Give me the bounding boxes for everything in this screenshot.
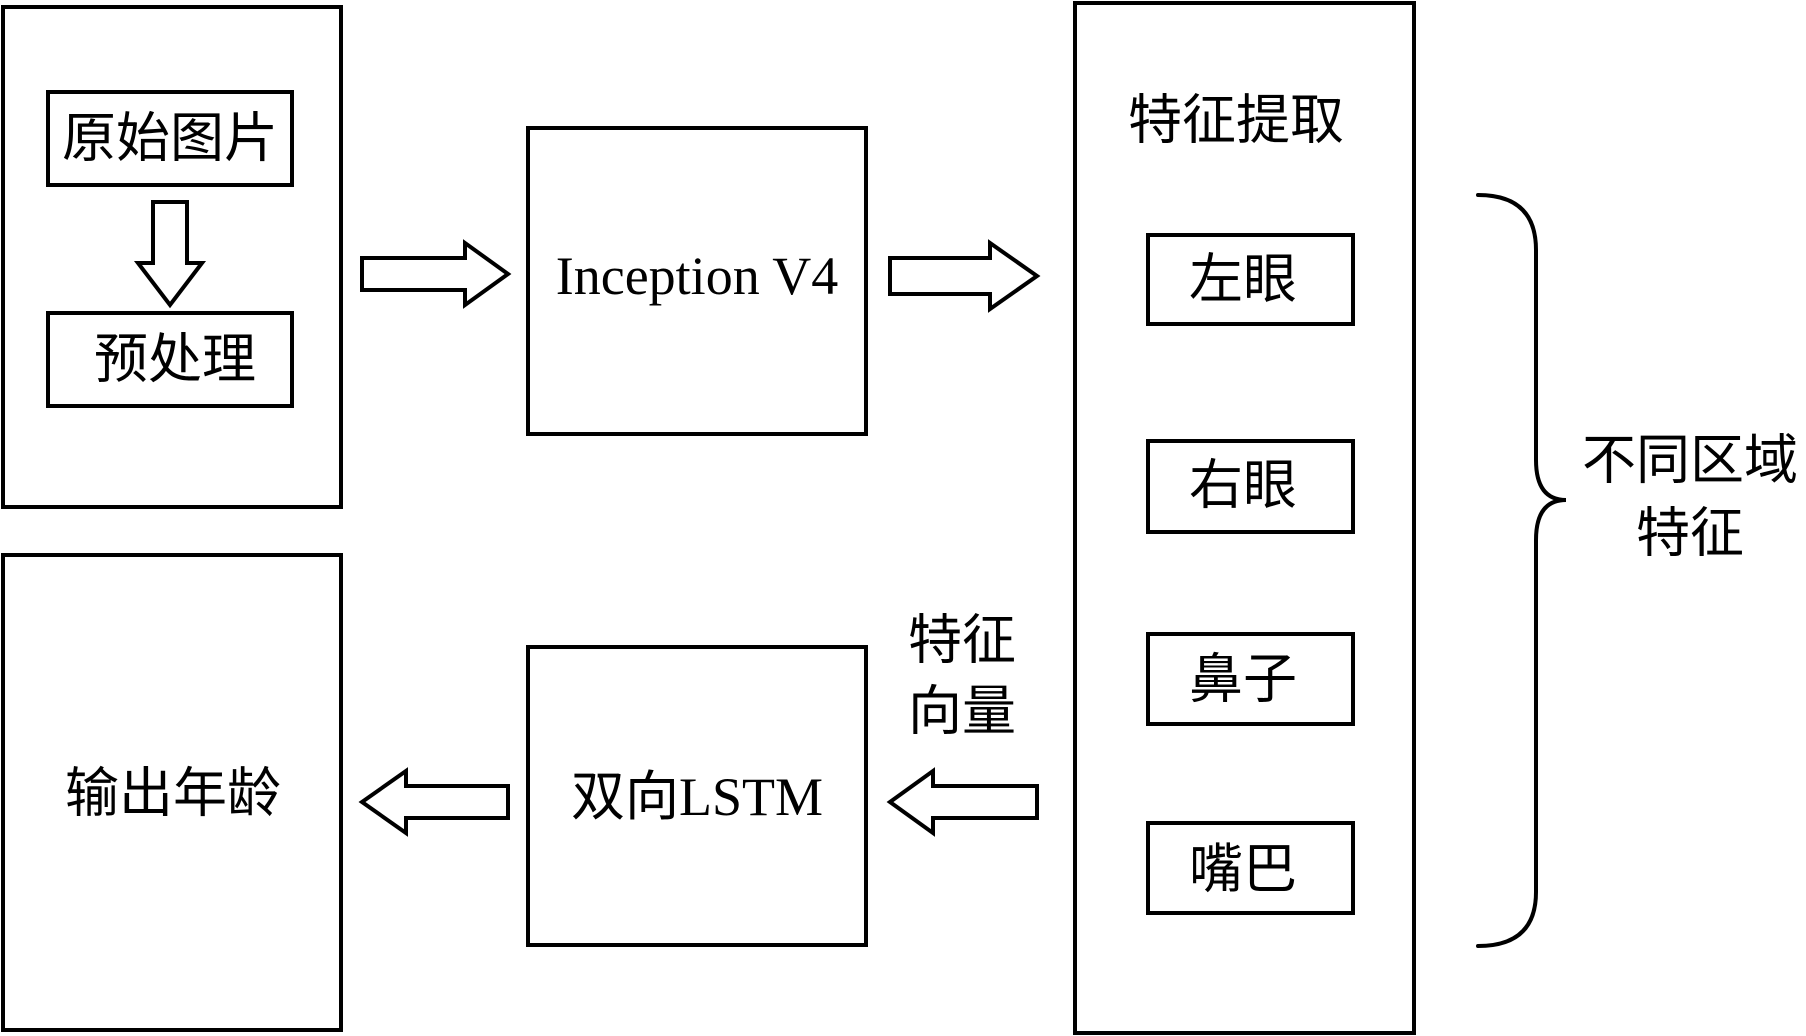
region-brace	[1476, 193, 1567, 948]
inception-box	[526, 126, 868, 436]
region-features-label-line1: 不同区域	[1582, 429, 1798, 492]
region-label-left-eye: 左眼	[1189, 248, 1297, 311]
right-arrow-icon	[888, 239, 1041, 313]
left-arrow-icon	[358, 767, 510, 837]
bilstm-box	[526, 645, 868, 947]
preprocess-label: 预处理	[94, 328, 256, 391]
feature-extraction-title: 特征提取	[1128, 89, 1344, 152]
region-box-mouth	[1146, 821, 1355, 915]
down-arrow-icon	[133, 200, 207, 309]
region-label-mouth: 嘴巴	[1189, 838, 1297, 901]
output-panel	[1, 553, 343, 1032]
inception-label: Inception V4	[556, 246, 838, 306]
raw-image-label: 原始图片	[62, 107, 278, 170]
feature-vector-label-line2: 向量	[908, 680, 1016, 743]
bilstm-label: 双向LSTM	[571, 767, 823, 827]
region-box-right-eye	[1146, 439, 1355, 534]
region-box-left-eye	[1146, 233, 1355, 326]
region-label-right-eye: 右眼	[1189, 454, 1297, 517]
raw-image-box	[46, 90, 294, 187]
preprocess-box	[46, 311, 294, 408]
region-box-nose	[1146, 632, 1355, 726]
region-label-nose: 鼻子	[1189, 648, 1297, 711]
left-arrow-icon	[886, 767, 1039, 837]
right-arrow-icon	[360, 239, 512, 309]
feature-vector-label-line1: 特征	[908, 609, 1016, 672]
region-features-label-line2: 特征	[1636, 502, 1744, 565]
output-age-label: 输出年龄	[65, 762, 281, 825]
